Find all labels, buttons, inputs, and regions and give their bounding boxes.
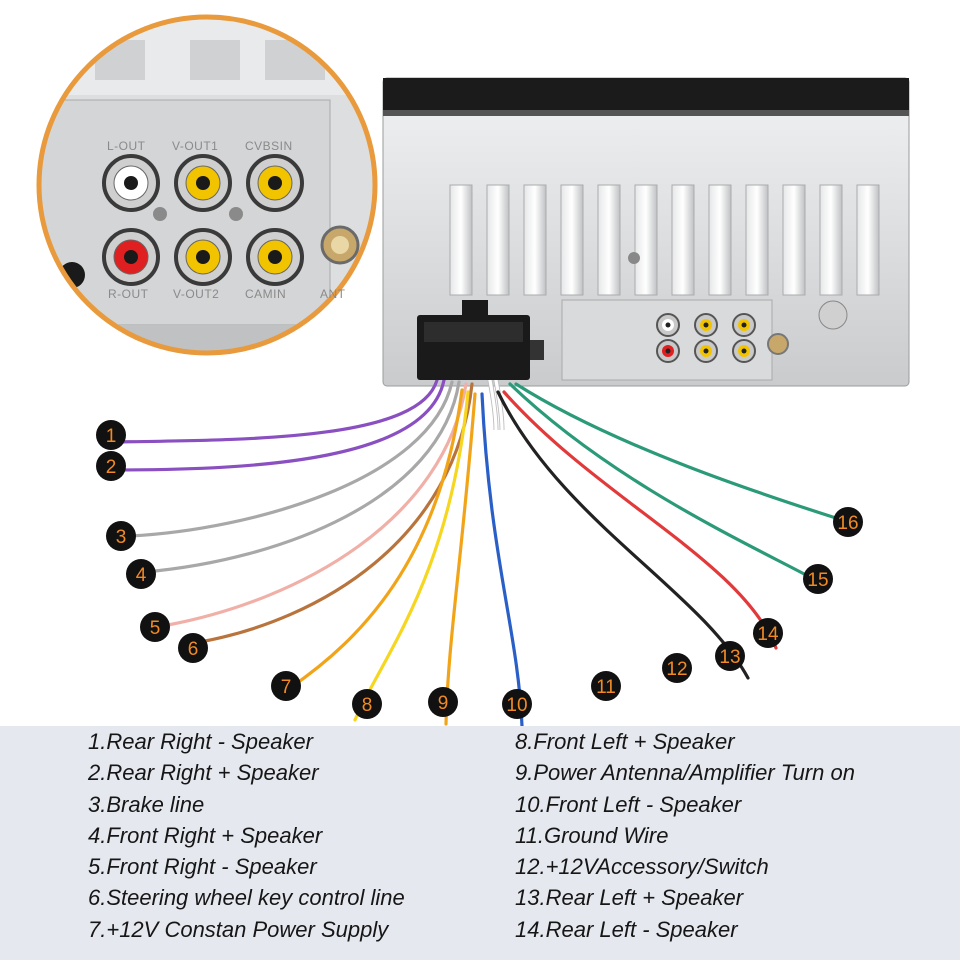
wire-1	[110, 378, 439, 444]
wire-number-label: 1	[106, 426, 117, 447]
wire-badge: 9	[428, 687, 458, 717]
wire-14	[502, 390, 778, 650]
wire-badge: 4	[126, 559, 156, 589]
legend-item: 4.Front Right + Speaker	[88, 822, 323, 848]
wire-badge: 16	[833, 507, 863, 537]
wire-13	[496, 390, 750, 680]
wire-badge: 5	[140, 612, 170, 642]
wire-badge: 1	[96, 420, 126, 450]
legend-item: 6.Steering wheel key control line	[88, 885, 405, 911]
wire-badge: 12	[662, 653, 692, 683]
legend-item: 1.Rear Right - Speaker	[88, 729, 313, 754]
wire-badge: 2	[96, 451, 126, 481]
legend-item: 13.Rear Left + Speaker	[515, 885, 744, 911]
wire-15	[508, 382, 810, 578]
rca-jack-icon	[246, 228, 304, 286]
port-label: V-OUT2	[173, 287, 219, 301]
legend-column-right: 8.Front Left + Speaker 9.Power Antenna/A…	[515, 726, 855, 945]
wire-legend: 1.Rear Right - Speaker 2.Rear Right + Sp…	[0, 726, 960, 960]
wire-badge: 11	[591, 671, 621, 701]
port-label: ANT	[320, 287, 346, 301]
legend-item: 7.+12V Constan Power Supply	[88, 916, 389, 942]
wire-badge: 6	[178, 633, 208, 663]
wire-number-label: 11	[596, 677, 616, 698]
port-label: CVBSIN	[245, 139, 293, 153]
wire-6	[198, 382, 474, 644]
wire-7	[288, 388, 464, 690]
rca-jack-icon	[246, 154, 304, 212]
wire-badge: 13	[715, 641, 745, 671]
legend-item: 8.Front Left + Speaker	[515, 729, 735, 754]
wire-badge: 7	[271, 671, 301, 701]
wire-number-label: 13	[719, 647, 740, 668]
wire-number-label: 16	[837, 513, 858, 534]
legend-item: 5.Front Right - Speaker	[88, 854, 317, 880]
port-label: CAMIN	[245, 287, 286, 301]
wire-number-label: 10	[506, 695, 527, 716]
rca-jack-icon	[102, 154, 160, 212]
rca-jack-icon	[732, 313, 756, 337]
wire-number-label: 3	[116, 527, 127, 548]
wire-number-label: 8	[362, 695, 373, 716]
port-label: V-OUT1	[172, 139, 218, 153]
wiring-connector	[417, 300, 544, 380]
wire-5	[166, 382, 468, 627]
port-label: L-OUT	[107, 139, 146, 153]
legend-item: 2.Rear Right + Speaker	[88, 760, 319, 786]
wire-number-label: 7	[281, 677, 292, 698]
rear-panel-zoom-inset: L-OUT V-OUT1 CVBSIN R-OUT V-OUT2 CAMIN ANT	[36, 14, 378, 356]
port-label: R-OUT	[108, 287, 149, 301]
wire-badge: 14	[753, 618, 783, 648]
wire-2	[110, 378, 446, 472]
wire-10	[480, 392, 524, 728]
legend-item: 9.Power Antenna/Amplifier Turn on	[515, 760, 855, 786]
rca-jack-icon	[174, 154, 232, 212]
wire-number-label: 15	[807, 570, 828, 591]
wire-number-label: 2	[106, 457, 117, 478]
rca-jack-icon	[656, 339, 680, 363]
wire-number-label: 6	[188, 639, 199, 660]
wire-number-label: 5	[150, 618, 161, 639]
antenna-socket-icon	[767, 333, 789, 355]
rca-jack-icon	[694, 339, 718, 363]
wire-badge: 8	[352, 689, 382, 719]
wire-16	[514, 382, 844, 522]
head-unit	[382, 77, 910, 387]
rca-jack-icon	[174, 228, 232, 286]
wire-badge: 10	[502, 689, 532, 719]
wire-harness	[110, 368, 844, 728]
rca-jack-icon	[732, 339, 756, 363]
inset-border	[36, 14, 378, 356]
legend-item: 11.Ground Wire	[515, 822, 669, 848]
wire-badge: 15	[803, 564, 833, 594]
wire-badge: 3	[106, 521, 136, 551]
wire-4	[143, 380, 461, 574]
legend-column-left: 1.Rear Right - Speaker 2.Rear Right + Sp…	[88, 726, 405, 945]
wire-number-label: 9	[438, 693, 449, 714]
legend-item: 3.Brake line	[88, 791, 205, 817]
wire-number-label: 4	[136, 565, 147, 586]
wire-number-label: 12	[666, 659, 687, 680]
legend-item: 14.Rear Left - Speaker	[515, 916, 738, 942]
rca-jack-icon	[694, 313, 718, 337]
rca-jack-icon	[102, 228, 160, 286]
wire-3	[128, 380, 454, 538]
rca-jack-icon	[656, 313, 680, 337]
wire-number-label: 14	[757, 624, 779, 645]
legend-item: 12.+12VAccessory/Switch	[515, 854, 769, 880]
screw-icon	[229, 207, 243, 221]
screw-icon	[153, 207, 167, 221]
legend-item: 10.Front Left - Speaker	[515, 791, 742, 817]
